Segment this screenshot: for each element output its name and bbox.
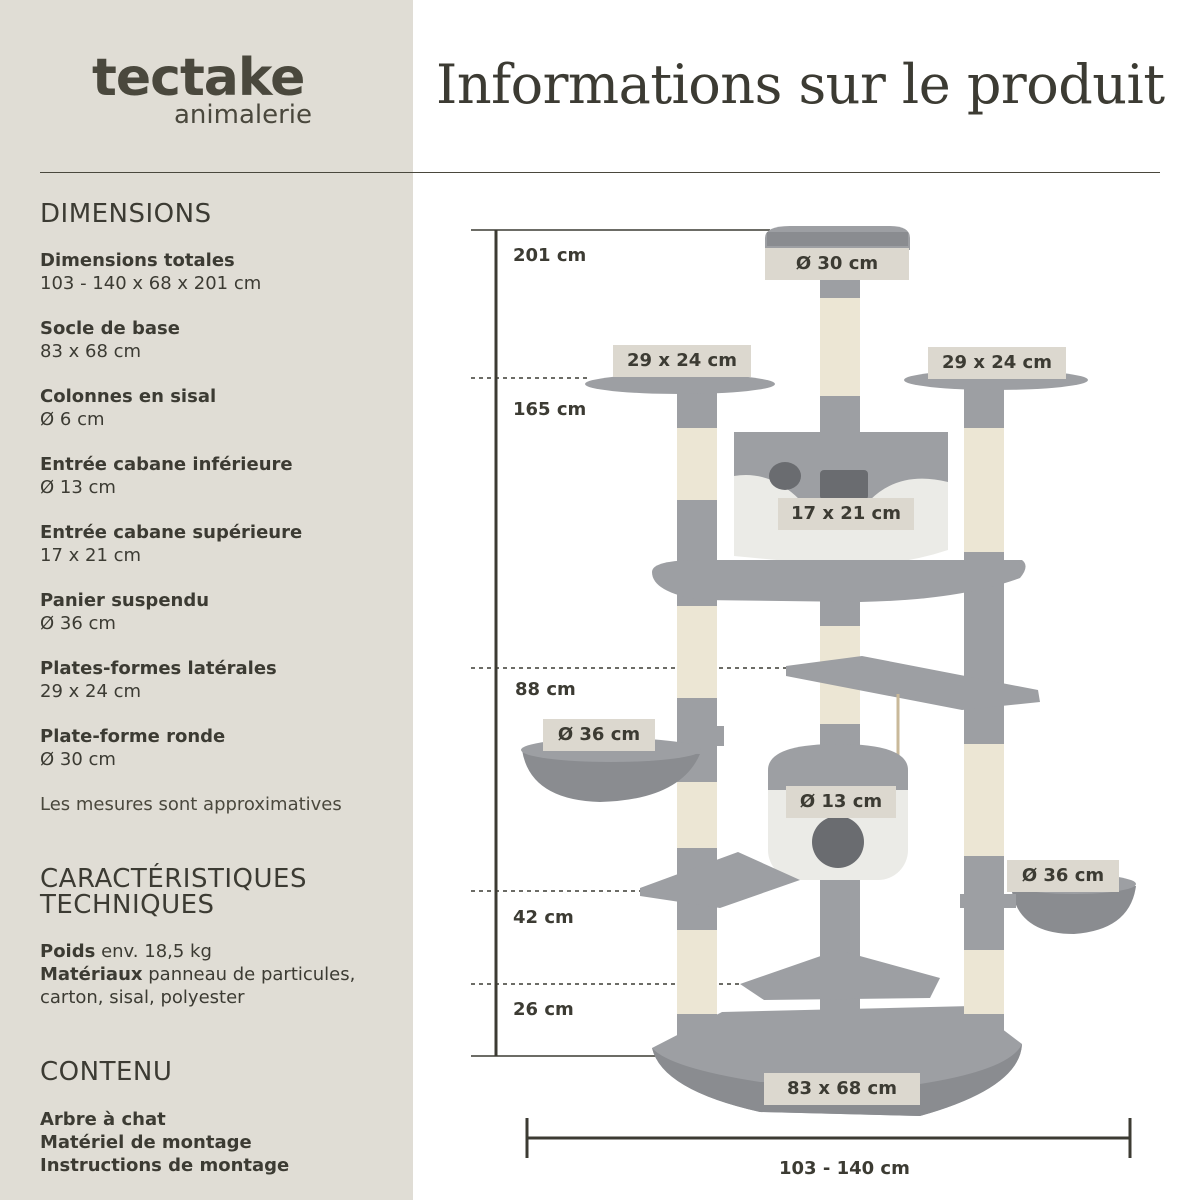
spec-label: Colonnes en sisal xyxy=(40,386,217,407)
right-basket xyxy=(1012,886,1136,934)
materials-row: Matériaux panneau de particules, carton,… xyxy=(40,963,400,1009)
contents-item: Matériel de montage xyxy=(40,1132,252,1153)
dimensions-heading: DIMENSIONS xyxy=(40,199,212,229)
spec-value: Ø 36 cm xyxy=(40,613,116,634)
tag-left-platform: 29 x 24 cm xyxy=(613,345,751,377)
approximate-note: Les mesures sont approximatives xyxy=(40,794,342,815)
spec-hanging-basket: Panier suspendu Ø 36 cm xyxy=(40,589,400,635)
brand-name: tectake xyxy=(92,48,305,108)
tag-upper-cabin: 17 x 21 cm xyxy=(778,498,914,530)
weight-label: Poids xyxy=(40,941,96,962)
tag-right-basket: Ø 36 cm xyxy=(1007,860,1119,892)
spec-value: Ø 30 cm xyxy=(40,749,116,770)
spec-value: 103 - 140 x 68 x 201 cm xyxy=(40,273,262,294)
spec-label: Plates-formes latérales xyxy=(40,658,277,679)
spec-base: Socle de base 83 x 68 cm xyxy=(40,317,400,363)
low-platform xyxy=(740,950,940,1000)
right-shelf xyxy=(786,656,1040,710)
spec-lower-cabin-entrance: Entrée cabane inférieure Ø 13 cm xyxy=(40,453,400,499)
tech-heading: CARACTÉRISTIQUES TECHNIQUES xyxy=(40,866,307,918)
tag-left-basket: Ø 36 cm xyxy=(543,719,655,751)
spec-value: 83 x 68 cm xyxy=(40,341,142,362)
contents-item: Instructions de montage xyxy=(40,1155,290,1176)
height-label-42: 42 cm xyxy=(513,907,574,928)
left-basket xyxy=(522,750,700,802)
weight-value: env. 18,5 kg xyxy=(101,941,212,962)
height-label-201: 201 cm xyxy=(513,245,587,266)
height-label-165: 165 cm xyxy=(513,399,587,420)
cat-tree-diagram: 201 cm 165 cm 88 cm 42 cm 26 cm Ø 30 cm … xyxy=(413,180,1200,1200)
spec-label: Plate-forme ronde xyxy=(40,726,226,747)
weight-row: Poids env. 18,5 kg xyxy=(40,940,400,963)
tag-lower-cabin: Ø 13 cm xyxy=(786,786,896,818)
header-divider xyxy=(40,172,1160,173)
tag-top-platform: Ø 30 cm xyxy=(765,248,909,280)
spec-label: Dimensions totales xyxy=(40,250,235,271)
cat-tree-drawing xyxy=(471,226,1136,1158)
height-label-26: 26 cm xyxy=(513,999,574,1020)
spec-upper-cabin-entrance: Entrée cabane supérieure 17 x 21 cm xyxy=(40,521,400,567)
spec-side-platforms: Plates-formes latérales 29 x 24 cm xyxy=(40,657,400,703)
middle-platform xyxy=(652,560,1026,602)
spec-value: 29 x 24 cm xyxy=(40,681,142,702)
materials-value: panneau de particules, carton, sisal, po… xyxy=(40,964,356,1008)
spec-round-platform: Plate-forme ronde Ø 30 cm xyxy=(40,725,400,771)
spec-label: Entrée cabane inférieure xyxy=(40,454,293,475)
brand-subtitle: animalerie xyxy=(174,100,313,130)
left-side-platform xyxy=(585,374,775,394)
sidebar-panel xyxy=(0,0,413,1200)
spec-value: Ø 13 cm xyxy=(40,477,116,498)
tag-right-platform: 29 x 24 cm xyxy=(928,347,1066,379)
spec-value: 17 x 21 cm xyxy=(40,545,142,566)
contents-item: Arbre à chat xyxy=(40,1109,166,1130)
page-title: Informations sur le produit xyxy=(436,53,1165,116)
spec-label: Panier suspendu xyxy=(40,590,210,611)
spec-value: Ø 6 cm xyxy=(40,409,105,430)
contents-list: Arbre à chat Matériel de montage Instruc… xyxy=(40,1108,289,1177)
height-label-88: 88 cm xyxy=(515,679,576,700)
contents-heading: CONTENU xyxy=(40,1057,173,1087)
spec-label: Entrée cabane supérieure xyxy=(40,522,303,543)
width-label: 103 - 140 cm xyxy=(779,1158,910,1179)
materials-label: Matériaux xyxy=(40,964,143,985)
spec-total-dimensions: Dimensions totales 103 - 140 x 68 x 201 … xyxy=(40,249,400,295)
left-lower-shelf xyxy=(640,852,800,908)
tech-specs: Poids env. 18,5 kg Matériaux panneau de … xyxy=(40,940,400,1009)
spec-sisal-columns: Colonnes en sisal Ø 6 cm xyxy=(40,385,400,431)
spec-label: Socle de base xyxy=(40,318,180,339)
tag-base: 83 x 68 cm xyxy=(764,1073,920,1105)
tech-heading-line2: TECHNIQUES xyxy=(40,890,215,920)
tech-heading-line1: CARACTÉRISTIQUES xyxy=(40,864,307,894)
